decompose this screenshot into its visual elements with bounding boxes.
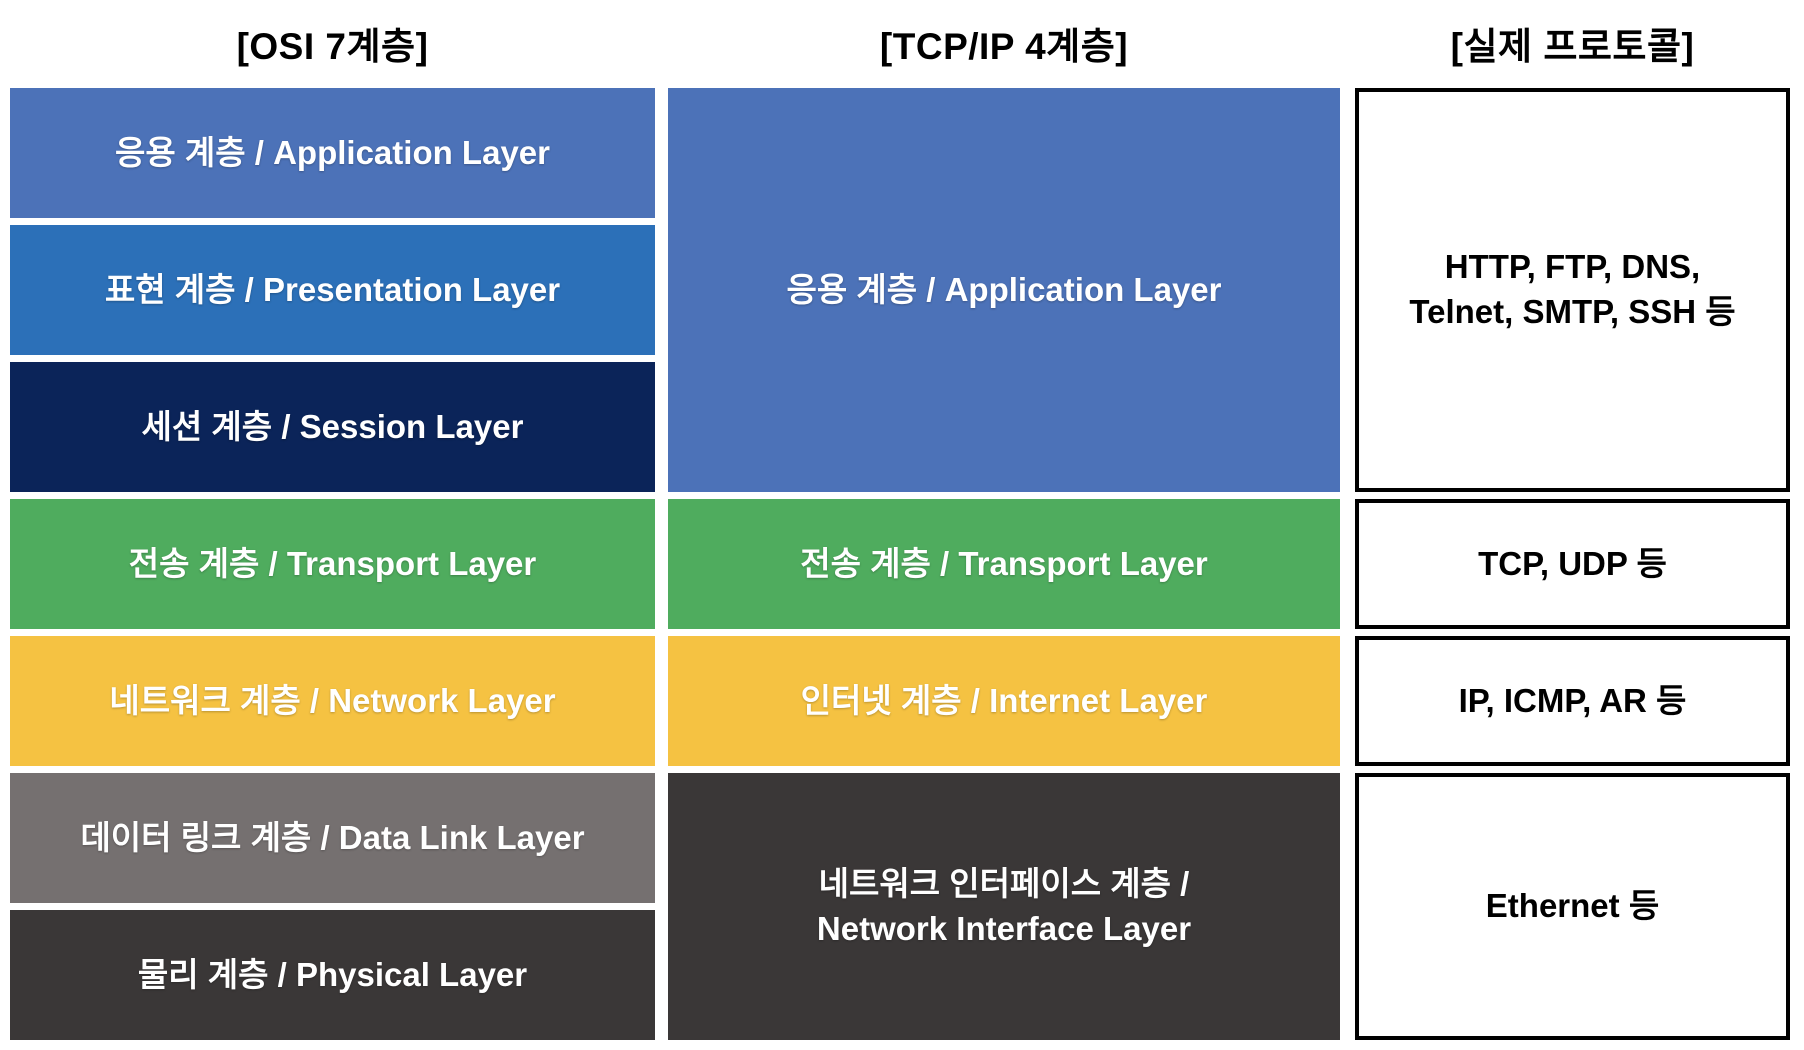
osi-layer-presentation: 표현 계층 / Presentation Layer <box>10 225 655 355</box>
protocol-column-header: [실제 프로토콜] <box>1450 26 1695 67</box>
tcpip-layer-network-interface: 네트워크 인터페이스 계층 / Network Interface Layer <box>668 773 1340 1040</box>
osi-layer-session: 세션 계층 / Session Layer <box>10 362 655 492</box>
osi-layer-network: 네트워크 계층 / Network Layer <box>10 636 655 766</box>
osi-layer-transport: 전송 계층 / Transport Layer <box>10 499 655 629</box>
tcpip-layer-internet: 인터넷 계층 / Internet Layer <box>668 636 1340 766</box>
osi-layer-data-link: 데이터 링크 계층 / Data Link Layer <box>10 773 655 903</box>
protocol-box-application: HTTP, FTP, DNS, Telnet, SMTP, SSH 등 <box>1355 88 1790 492</box>
osi-layer-application: 응용 계층 / Application Layer <box>10 88 655 218</box>
osi-layer-physical: 물리 계층 / Physical Layer <box>10 910 655 1040</box>
osi-column-header: [OSI 7계층] <box>236 26 429 67</box>
protocol-box-network-interface: Ethernet 등 <box>1355 773 1790 1040</box>
tcpip-column-header: [TCP/IP 4계층] <box>879 26 1129 67</box>
protocol-box-transport: TCP, UDP 등 <box>1355 499 1790 629</box>
tcpip-layer-application: 응용 계층 / Application Layer <box>668 88 1340 492</box>
protocol-box-internet: IP, ICMP, AR 등 <box>1355 636 1790 766</box>
tcpip-layer-transport: 전송 계층 / Transport Layer <box>668 499 1340 629</box>
